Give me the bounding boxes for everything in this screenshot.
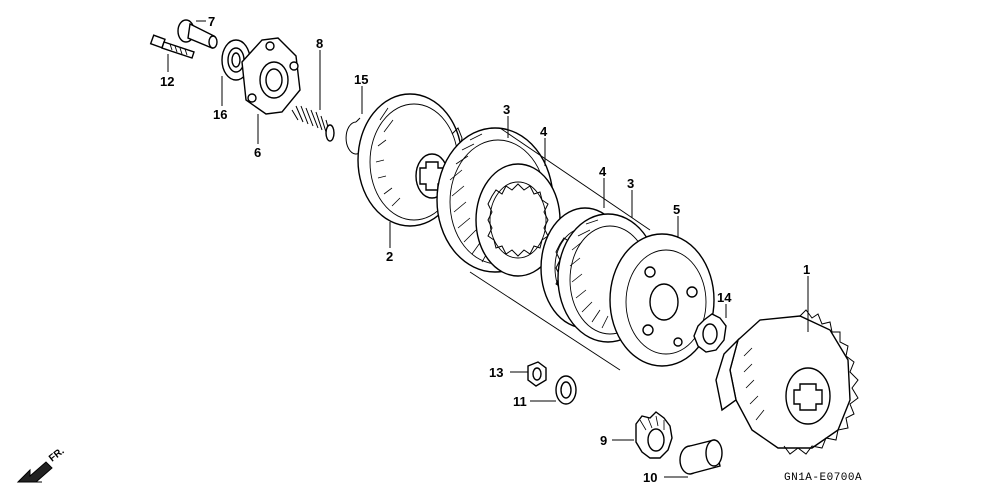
shoulder-bolt-part — [177, 19, 218, 49]
front-direction-arrow: FR. — [16, 446, 67, 483]
nut-part — [527, 361, 547, 387]
callout-label: 5 — [673, 202, 680, 217]
callout-label: 3 — [503, 102, 510, 117]
callout-label: 10 — [643, 470, 657, 485]
washer-part — [555, 375, 577, 405]
callout-label: 4 — [599, 164, 607, 179]
callout-label: 15 — [354, 72, 368, 87]
callout-label: 3 — [627, 176, 634, 191]
clutch-outer-part — [715, 309, 859, 455]
diagram-code: GN1A-E0700A — [784, 472, 862, 484]
callout-numbers: 7 8 12 15 16 6 3 4 2 4 3 5 1 14 13 11 9 … — [160, 14, 810, 485]
callout-label: 6 — [254, 145, 261, 160]
lifter-plate-part — [241, 37, 301, 115]
alignment-lines — [469, 127, 651, 371]
callout-label: 9 — [600, 433, 607, 448]
spring-part — [291, 105, 335, 142]
callout-label: 16 — [213, 107, 227, 122]
drive-plate-part — [357, 93, 467, 227]
callout-label: 12 — [160, 74, 174, 89]
front-direction-label: FR. — [47, 446, 67, 465]
bushing-part — [679, 439, 723, 475]
callout-label: 4 — [540, 124, 548, 139]
callout-label: 8 — [316, 36, 323, 51]
callout-label: 2 — [386, 249, 393, 264]
callout-label: 13 — [489, 365, 503, 380]
gear-part — [635, 411, 673, 459]
callout-label: 11 — [513, 394, 527, 409]
callout-label: 14 — [717, 290, 732, 305]
callout-label: 1 — [803, 262, 810, 277]
lock-washer-part — [693, 313, 727, 353]
bolt-part — [149, 34, 195, 59]
callout-label: 7 — [208, 14, 215, 29]
pressure-plate-part — [609, 233, 715, 367]
leader-lines — [167, 20, 809, 478]
